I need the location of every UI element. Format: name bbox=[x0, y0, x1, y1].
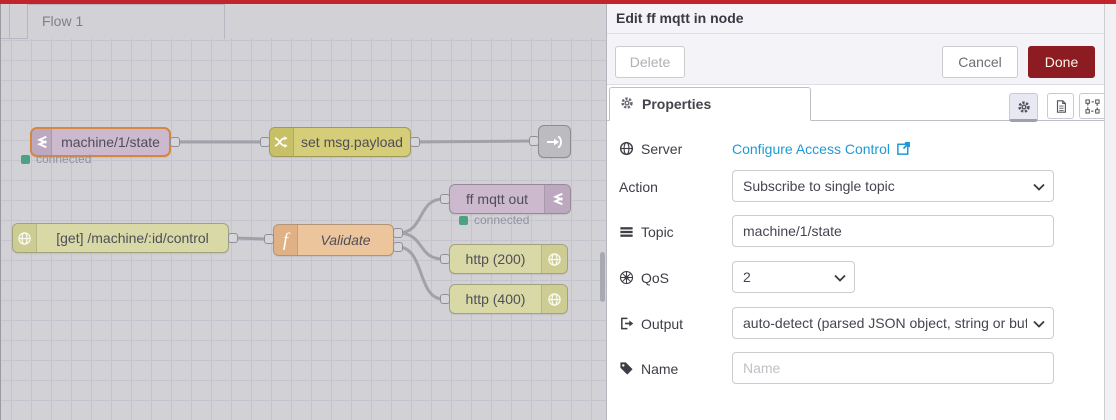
flow-tab-bar: Flow 1 bbox=[1, 4, 607, 39]
field-row-topic: Topic bbox=[607, 215, 1104, 248]
node-change[interactable]: set msg.payload bbox=[269, 127, 411, 157]
edit-panel-header: Edit ff mqtt in node bbox=[607, 4, 1104, 34]
node-status: connected bbox=[459, 213, 529, 227]
link-out-icon bbox=[547, 135, 562, 148]
output-select[interactable]: auto-detect (parsed JSON object, string … bbox=[732, 307, 1054, 339]
configure-access-control-link[interactable]: Configure Access Control bbox=[732, 132, 911, 165]
globe-icon bbox=[541, 285, 567, 313]
field-row-name: Name bbox=[607, 352, 1104, 385]
port-output[interactable] bbox=[393, 242, 403, 252]
tab-properties[interactable]: Properties bbox=[609, 87, 811, 121]
function-icon: f bbox=[274, 225, 298, 255]
port-output[interactable] bbox=[393, 228, 403, 238]
properties-gear-button[interactable] bbox=[1009, 93, 1038, 122]
output-label: Output bbox=[619, 307, 683, 340]
flow-canvas[interactable]: Flow 1 machine/1/state set msg.payload bbox=[0, 0, 607, 420]
globe-icon bbox=[619, 141, 634, 156]
gear-icon bbox=[1017, 100, 1030, 113]
chevron-down-icon bbox=[1033, 320, 1045, 328]
qos-select[interactable]: 2 bbox=[732, 261, 855, 293]
status-dot bbox=[21, 154, 30, 164]
edit-panel-title: Edit ff mqtt in node bbox=[616, 10, 744, 26]
header-accent-bar bbox=[0, 0, 1116, 4]
delete-button[interactable]: Delete bbox=[615, 46, 685, 78]
done-button[interactable]: Done bbox=[1028, 46, 1095, 78]
tab-bar-stub bbox=[9, 4, 28, 39]
tasks-icon bbox=[620, 226, 633, 237]
port-input[interactable] bbox=[440, 294, 450, 304]
properties-tab-bar: Properties bbox=[607, 85, 1106, 122]
external-link-icon bbox=[897, 142, 910, 155]
edit-node-panel: Edit ff mqtt in node Delete Cancel Done … bbox=[606, 4, 1106, 420]
field-row-server: Server Configure Access Control bbox=[607, 132, 1104, 165]
port-input[interactable] bbox=[440, 254, 450, 264]
node-http-response-400[interactable]: http (400) bbox=[449, 284, 568, 314]
field-row-output: Output auto-detect (parsed JSON object, … bbox=[607, 307, 1104, 340]
status-dot bbox=[459, 215, 468, 225]
port-input[interactable] bbox=[529, 136, 539, 146]
document-icon bbox=[1056, 99, 1066, 113]
shuffle-icon bbox=[270, 128, 294, 156]
edit-panel-button-row: Delete Cancel Done bbox=[607, 34, 1104, 85]
action-select[interactable]: Subscribe to single topic bbox=[732, 170, 1054, 202]
node-http-response-200[interactable]: http (200) bbox=[449, 244, 568, 274]
node-label: http (200) bbox=[465, 251, 526, 267]
sign-out-icon bbox=[621, 317, 634, 330]
port-input[interactable] bbox=[260, 137, 270, 147]
cancel-button[interactable]: Cancel bbox=[942, 46, 1018, 78]
server-label: Server bbox=[619, 132, 682, 165]
node-label: ff mqtt out bbox=[466, 191, 528, 207]
name-label: Name bbox=[619, 352, 678, 385]
port-input[interactable] bbox=[440, 194, 450, 204]
appearance-button[interactable] bbox=[1079, 93, 1106, 119]
status-label: connected bbox=[36, 152, 92, 166]
gear-icon bbox=[620, 96, 634, 113]
port-output[interactable] bbox=[410, 137, 420, 147]
mqtt-bridge-icon bbox=[544, 185, 570, 213]
name-input[interactable] bbox=[732, 352, 1054, 384]
node-label: [get] /machine/:id/control bbox=[56, 230, 209, 246]
field-row-qos: QoS 2 bbox=[607, 261, 1104, 294]
tab-bar-divider bbox=[607, 120, 1104, 121]
topic-label: Topic bbox=[619, 215, 674, 248]
node-label: http (400) bbox=[465, 291, 526, 307]
node-status: connected bbox=[21, 152, 91, 166]
description-button[interactable] bbox=[1047, 93, 1074, 119]
chevron-down-icon bbox=[1033, 183, 1045, 191]
topic-input[interactable] bbox=[732, 215, 1054, 247]
status-label: connected bbox=[474, 213, 530, 227]
node-label: machine/1/state bbox=[61, 134, 160, 150]
tab-label: Properties bbox=[642, 96, 712, 112]
globe-icon bbox=[541, 245, 567, 273]
sidebar-edge-strip bbox=[1104, 4, 1116, 420]
node-function-validate[interactable]: f Validate bbox=[273, 224, 394, 256]
node-label: Validate bbox=[320, 232, 371, 248]
node-link-out[interactable] bbox=[538, 125, 571, 158]
chevron-down-icon bbox=[834, 274, 846, 282]
mqtt-bridge-icon bbox=[32, 129, 52, 155]
tab-flow-1[interactable]: Flow 1 bbox=[27, 4, 225, 39]
qos-empire-icon bbox=[619, 270, 634, 285]
canvas-vertical-scrollbar[interactable] bbox=[600, 252, 605, 302]
port-output[interactable] bbox=[170, 137, 180, 147]
field-row-action: Action Subscribe to single topic bbox=[607, 170, 1104, 203]
port-input[interactable] bbox=[264, 234, 274, 244]
globe-icon bbox=[13, 224, 37, 252]
node-http-in[interactable]: [get] /machine/:id/control bbox=[12, 223, 229, 253]
node-label: set msg.payload bbox=[301, 134, 403, 150]
node-mqtt-out[interactable]: ff mqtt out bbox=[449, 184, 571, 214]
tab-bar-stub-line bbox=[1, 38, 9, 39]
tag-icon bbox=[620, 362, 633, 375]
selection-frame-icon bbox=[1085, 98, 1100, 114]
port-output[interactable] bbox=[228, 233, 238, 243]
qos-label: QoS bbox=[619, 261, 669, 294]
action-label: Action bbox=[619, 178, 658, 195]
